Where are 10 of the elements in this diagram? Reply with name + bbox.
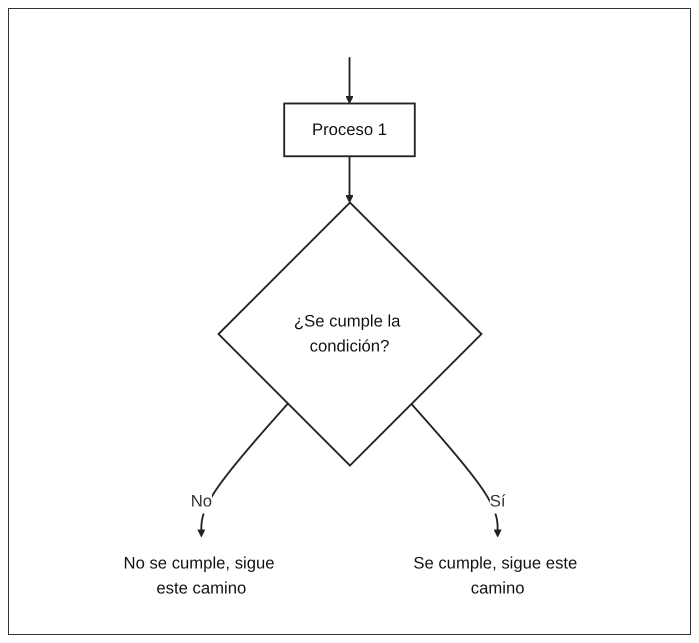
node-box: Proceso 1 bbox=[283, 102, 416, 157]
edge-label: Sí bbox=[490, 490, 506, 510]
node-diamond: ¿Se cumple la condición? bbox=[217, 200, 483, 466]
arrow bbox=[197, 402, 288, 537]
arrow bbox=[410, 402, 502, 537]
node-text: Se cumple, sigue este camino bbox=[413, 552, 578, 596]
edge-label: No bbox=[190, 490, 212, 510]
arrow bbox=[345, 156, 354, 202]
arrow bbox=[345, 56, 354, 104]
node-text: No se cumple, sigue este camino bbox=[124, 552, 275, 596]
